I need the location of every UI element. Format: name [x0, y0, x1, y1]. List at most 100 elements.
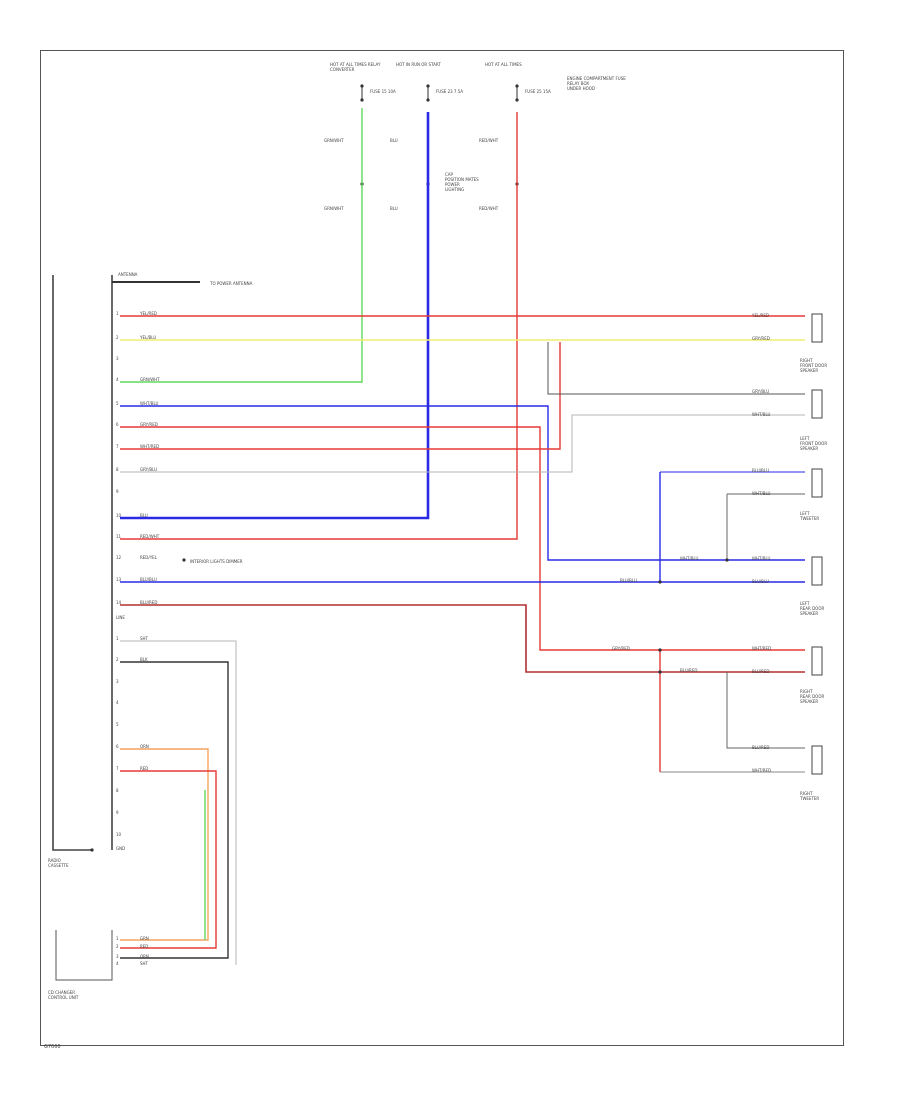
- fuse-label-1: FUSE 15 10A: [370, 89, 396, 94]
- speaker-left-tweeter: [811, 468, 823, 498]
- radio-pin-10: 10: [116, 513, 122, 518]
- antenna-tag: ANTENNA: [118, 272, 138, 277]
- lower-pin-wire-1: SHT: [140, 636, 149, 641]
- junction-rt-2: [658, 670, 662, 674]
- lower-pin-wire-7: RED: [140, 766, 148, 771]
- fuse-bottom-1: [360, 98, 364, 102]
- cd-pin-2: 2: [116, 944, 119, 949]
- cd-changer-label-1: CONTROL UNIT: [48, 995, 79, 1000]
- wire-blu-red: [120, 604, 805, 673]
- speaker-label-left-tweeter-0: LEFT: [800, 511, 810, 516]
- mid-label-wht: WHT/BLU: [680, 556, 699, 561]
- wire-rf-return: [547, 342, 805, 395]
- feed-label-2-0: HOT IN RUN OR START: [396, 62, 441, 67]
- speaker-label-lr-speaker-0: LEFT: [800, 601, 810, 606]
- speaker-wire-a-left-tweeter: BLU/BLU: [752, 468, 769, 473]
- cd-pin-wire-2: RED: [140, 944, 148, 949]
- mid-label-blu: BLU/BLU: [620, 578, 637, 583]
- radio-body-outline: [52, 275, 92, 851]
- speaker-wire-b-lf-door: WHT/BLU: [752, 412, 771, 417]
- speaker-wire-b-rr-speaker: BLU/RED: [752, 669, 769, 674]
- speaker-rf-door: [811, 313, 823, 343]
- dimmer-label: INTERIOR LIGHTS DIMMER: [190, 559, 243, 564]
- speaker-wire-b-right-tweeter: WHT/RED: [752, 768, 771, 773]
- speaker-label-rr-speaker-0: RIGHT: [800, 689, 813, 694]
- radio-pin-wire-13: BLU/BLU: [140, 577, 157, 582]
- cd-pin-3: 3: [116, 954, 119, 959]
- feed-wire-label-3: RED/WHT: [479, 138, 499, 143]
- diagram-id: G7666: [44, 1044, 61, 1050]
- radio-ground-point: [90, 848, 94, 852]
- feed3-note-1: RELAY BOX: [567, 81, 589, 86]
- fuse-top-2: [426, 84, 430, 88]
- speaker-label-rr-speaker-2: SPEAKER: [800, 699, 818, 704]
- fuse-top-3: [515, 84, 519, 88]
- wire-lower-blk: [120, 661, 229, 959]
- speaker-label-right-tweeter-1: TWEETER: [799, 796, 819, 801]
- wire-wht-blu: [120, 405, 805, 561]
- ground-label: GND: [116, 846, 125, 851]
- speaker-label-left-tweeter-1: TWEETER: [799, 516, 819, 521]
- lower-pin-wire-6: ORN: [140, 744, 149, 749]
- wire-red-feed: [120, 112, 518, 540]
- junction-lt: [658, 580, 662, 584]
- mid-label-gry: GRY/RED: [612, 646, 630, 651]
- junction-lt-2: [725, 558, 729, 562]
- radio-pin-13: 13: [116, 577, 122, 582]
- lower-pin-10: 10: [116, 832, 122, 837]
- lower-pin-2: 2: [116, 657, 119, 662]
- speaker-label-right-tweeter-0: RIGHT: [800, 791, 813, 796]
- speaker-wire-b-rf-door: GRY/RED: [752, 336, 770, 341]
- feed-wire-label2-1: GRN/WHT: [324, 206, 344, 211]
- fuse-bottom-3: [515, 98, 519, 102]
- speaker-label-rf-door-0: RIGHT: [800, 358, 813, 363]
- feed2-note-1: POSITION MATES: [445, 177, 479, 182]
- radio-pin-wire-4: GRN/WHT: [140, 377, 160, 382]
- speaker-label-lf-door-2: SPEAKER: [800, 446, 818, 451]
- radio-pin-wire-5: WHT/BLU: [140, 401, 159, 406]
- speaker-wire-a-rr-speaker: WHT/RED: [752, 646, 771, 651]
- radio-pin-wire-2: YEL/BLU: [139, 335, 156, 340]
- speaker-label-rf-door-1: FRONT DOOR: [800, 363, 827, 368]
- cd-pin-wire-1: GRN: [140, 936, 149, 941]
- wire-gry-red: [120, 426, 805, 651]
- cd-changer-label-0: CD CHANGER: [48, 990, 75, 995]
- cd-pin-1: 1: [116, 936, 119, 941]
- diagram-frame: [40, 50, 844, 1046]
- feed-label-1-1: CONVERTER: [330, 67, 355, 72]
- speaker-label-lr-speaker-1: REAR DOOR: [800, 606, 824, 611]
- speaker-label-rr-speaker-1: REAR DOOR: [800, 694, 824, 699]
- speaker-label-lf-door-0: LEFT: [800, 436, 810, 441]
- radio-pin-wire-10: BLU: [140, 513, 148, 518]
- fuse-top-1: [360, 84, 364, 88]
- cd-pin-4: 4: [116, 961, 119, 966]
- mid-label-blured: BLU/RED: [680, 668, 697, 673]
- speaker-wire-b-left-tweeter: WHT/BLU: [752, 491, 771, 496]
- radio-pin-6: 6: [116, 422, 119, 427]
- lower-pin-4: 4: [116, 700, 119, 705]
- radio-pin-11: 11: [116, 534, 122, 539]
- speaker-label-lr-speaker-2: SPEAKER: [800, 611, 818, 616]
- feed2-note-3: LIGHTING: [445, 187, 464, 192]
- wire-layer: [52, 84, 823, 981]
- speaker-wire-b-lr-speaker: BLU/BLU: [752, 579, 769, 584]
- wire-rt-return: [726, 672, 805, 749]
- radio-pin-wire-14: BLU/RED: [140, 600, 157, 605]
- radio-pin-wire-12: RED/YEL: [140, 555, 158, 560]
- feed2-note-0: CAP: [445, 172, 454, 177]
- wire-blue-feed: [120, 112, 430, 520]
- radio-unit-label-0: RADIO: [48, 858, 61, 863]
- wire-lower-sht: [120, 640, 237, 965]
- speaker-label-rf-door-2: SPEAKER: [800, 368, 818, 373]
- speaker-wire-a-lf-door: GRY/BLU: [752, 389, 769, 394]
- feed3-note-2: UNDER HOOD: [567, 86, 595, 91]
- wire-wht-red: [120, 342, 561, 450]
- radio-pin-1: 1: [116, 311, 119, 316]
- speaker-label-lf-door-1: FRONT DOOR: [800, 441, 827, 446]
- speaker-rr-speaker: [811, 646, 823, 676]
- radio-pin-5: 5: [116, 401, 119, 406]
- speaker-wire-a-rf-door: YEL/RED: [751, 313, 769, 318]
- radio-pin-12: 12: [116, 555, 122, 560]
- radio-pin-9: 9: [116, 489, 119, 494]
